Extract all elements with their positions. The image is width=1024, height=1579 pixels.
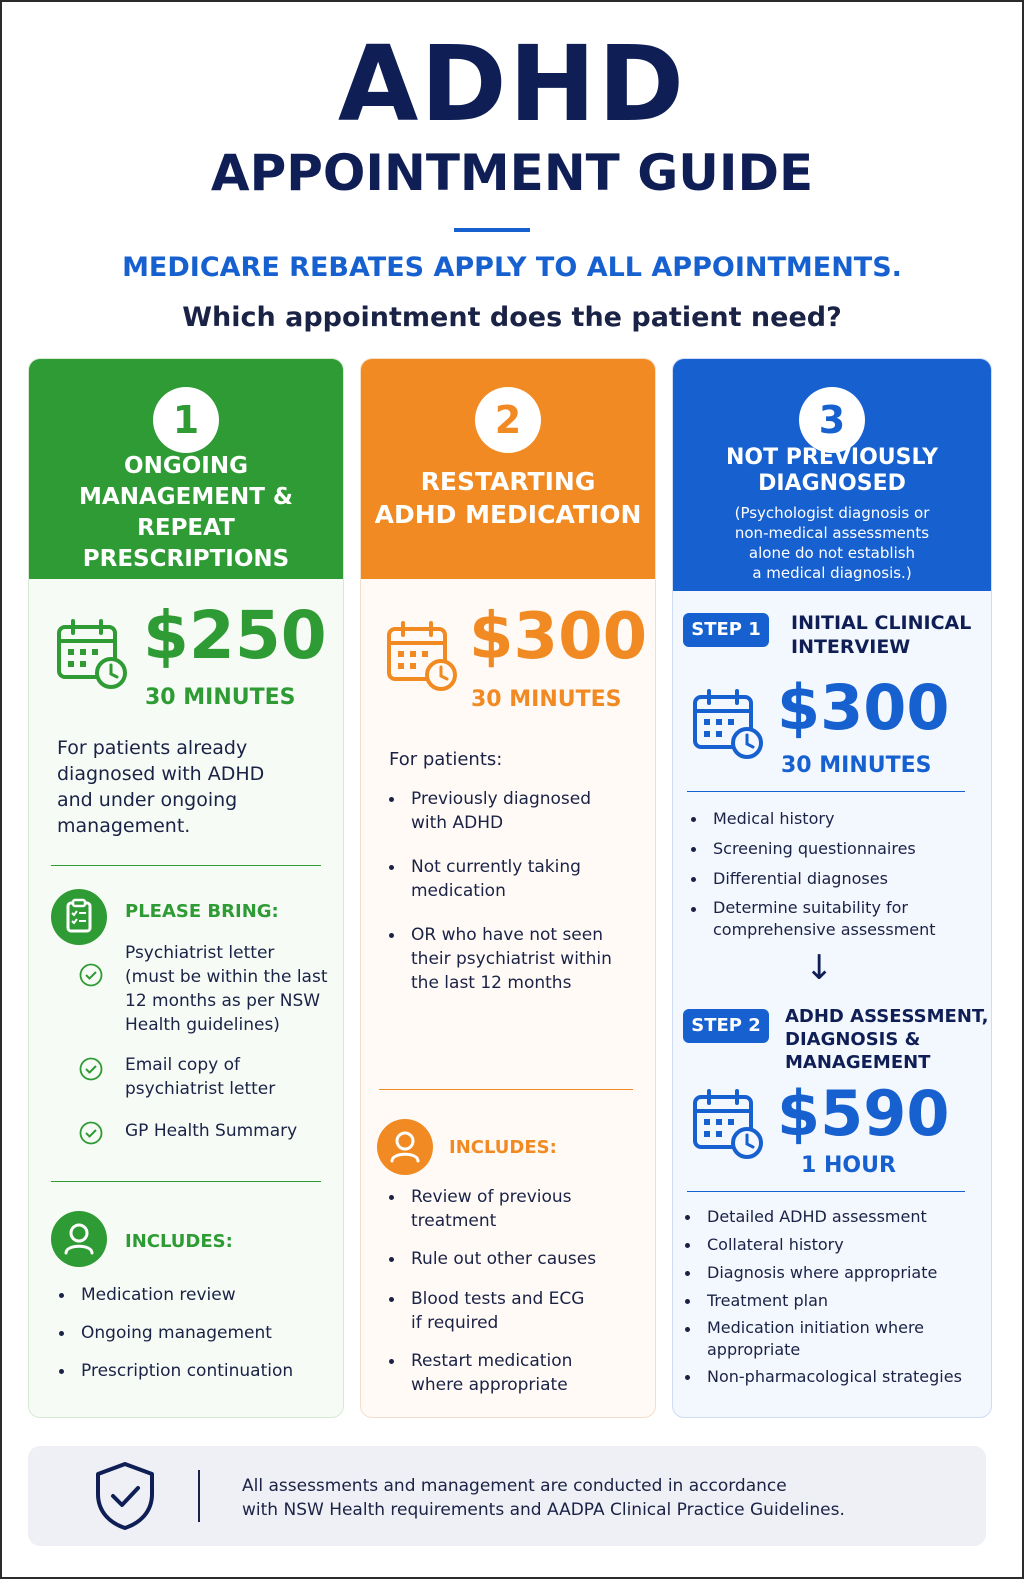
- option-card-not-previously-diagnosed: 3 NOT PREVIOUSLY DIAGNOSED (Psychologist…: [672, 358, 992, 1418]
- check-circle-icon: [79, 1057, 103, 1081]
- card-header: 1 ONGOING MANAGEMENT & REPEAT PRESCRIPTI…: [29, 359, 343, 579]
- list-item: Ongoing management: [59, 1321, 293, 1345]
- includes-list: Review of previous treatment Rule out ot…: [389, 1185, 596, 1397]
- step-2-list: Detailed ADHD assessment Collateral hist…: [685, 1205, 962, 1389]
- step-2-duration: 1 HOUR: [801, 1153, 896, 1178]
- option-number: 1: [153, 387, 219, 453]
- calendar-clock-icon: [693, 689, 763, 759]
- card-description: For patients already diagnosed with ADHD…: [57, 737, 265, 837]
- medicare-notice: MEDICARE REBATES APPLY TO ALL APPOINTMEN…: [122, 252, 902, 283]
- option-number: 3: [799, 387, 865, 453]
- question-heading: Which appointment does the patient need?: [182, 302, 842, 333]
- list-item: Medical history: [691, 807, 936, 831]
- footer-divider: [198, 1470, 200, 1522]
- list-item: Previously diagnosed with ADHD: [389, 787, 612, 835]
- list-item: Diagnosis where appropriate: [685, 1261, 962, 1285]
- bring-item: Email copy of psychiatrist letter: [125, 1055, 276, 1099]
- list-item: Collateral history: [685, 1233, 962, 1257]
- list-item: Blood tests and ECG if required: [389, 1287, 596, 1335]
- list-item: Medication review: [59, 1283, 293, 1307]
- duration: 30 MINUTES: [145, 685, 296, 710]
- list-item: Detailed ADHD assessment: [685, 1205, 962, 1229]
- section-divider: [687, 1191, 965, 1192]
- section-divider: [687, 791, 965, 792]
- title-divider: [454, 228, 530, 232]
- list-item: Not currently taking medication: [389, 855, 612, 903]
- option-number: 2: [475, 387, 541, 453]
- step-1-title: INITIAL CLINICAL INTERVIEW: [791, 612, 972, 658]
- card-header: 3 NOT PREVIOUSLY DIAGNOSED (Psychologist…: [673, 359, 991, 591]
- step-1-price: $300: [777, 671, 950, 744]
- list-item: Determine suitability for comprehensive …: [691, 897, 936, 941]
- please-bring-label: PLEASE BRING:: [125, 901, 279, 922]
- list-item: Treatment plan: [685, 1289, 962, 1313]
- page-title: ADHD: [337, 23, 687, 145]
- card-header: 2 RESTARTING ADHD MEDICATION: [361, 359, 655, 579]
- step-1-badge: STEP 1: [683, 613, 769, 647]
- page-subtitle: APPOINTMENT GUIDE: [210, 144, 814, 202]
- shield-check-icon: [96, 1462, 154, 1530]
- arrow-down-icon: ↓: [805, 948, 834, 988]
- list-item: Non-pharmacological strategies: [685, 1365, 962, 1389]
- duration: 30 MINUTES: [471, 687, 622, 712]
- footer-text: All assessments and management are condu…: [242, 1476, 845, 1520]
- includes-label: INCLUDES:: [449, 1137, 557, 1158]
- section-divider: [51, 1181, 321, 1182]
- price: $250: [143, 597, 327, 674]
- list-item: Review of previous treatment: [389, 1185, 596, 1233]
- calendar-clock-icon: [693, 1089, 763, 1159]
- includes-label: INCLUDES:: [125, 1231, 233, 1252]
- footer-compliance-note: All assessments and management are condu…: [28, 1446, 986, 1546]
- list-item: Screening questionnaires: [691, 837, 936, 861]
- step-2-price: $590: [777, 1077, 950, 1150]
- list-item: OR who have not seen their psychiatrist …: [389, 923, 612, 995]
- calendar-clock-icon: [387, 621, 457, 691]
- list-item: Differential diagnoses: [691, 867, 936, 891]
- option-card-restarting-medication: 2 RESTARTING ADHD MEDICATION $300 30 MIN…: [360, 358, 656, 1418]
- card-title: ONGOING MANAGEMENT & REPEAT PRESCRIPTION…: [79, 453, 293, 572]
- step-1-duration: 30 MINUTES: [781, 753, 932, 778]
- check-circle-icon: [79, 963, 103, 987]
- bring-item: GP Health Summary: [125, 1121, 298, 1141]
- list-item: Restart medication where appropriate: [389, 1349, 596, 1397]
- for-patients-list: Previously diagnosed with ADHD Not curre…: [389, 787, 612, 995]
- step-1-list: Medical history Screening questionnaires…: [691, 807, 936, 941]
- calendar-clock-icon: [57, 619, 127, 689]
- list-item: Medication initiation where appropriate: [685, 1317, 962, 1361]
- check-circle-icon: [79, 1121, 103, 1145]
- card-title: NOT PREVIOUSLY DIAGNOSED: [725, 445, 939, 496]
- card-note: (Psychologist diagnosis or non-medical a…: [734, 504, 930, 582]
- section-divider: [379, 1089, 633, 1090]
- card-title: RESTARTING ADHD MEDICATION: [374, 467, 642, 529]
- list-item: Prescription continuation: [59, 1359, 293, 1383]
- for-patients-label: For patients:: [389, 749, 503, 770]
- clipboard-icon: [51, 889, 107, 945]
- list-item: Rule out other causes: [389, 1247, 596, 1271]
- step-2-badge: STEP 2: [683, 1009, 769, 1043]
- option-card-ongoing-management: 1 ONGOING MANAGEMENT & REPEAT PRESCRIPTI…: [28, 358, 344, 1418]
- bring-item: Psychiatrist letter (must be within the …: [125, 943, 328, 1035]
- person-icon: [51, 1211, 107, 1267]
- includes-list: Medication review Ongoing management Pre…: [59, 1283, 293, 1383]
- section-divider: [51, 865, 321, 866]
- step-2-title: ADHD ASSESSMENT, DIAGNOSIS & MANAGEMENT: [785, 1006, 989, 1073]
- person-icon: [377, 1119, 433, 1175]
- price: $300: [469, 600, 648, 674]
